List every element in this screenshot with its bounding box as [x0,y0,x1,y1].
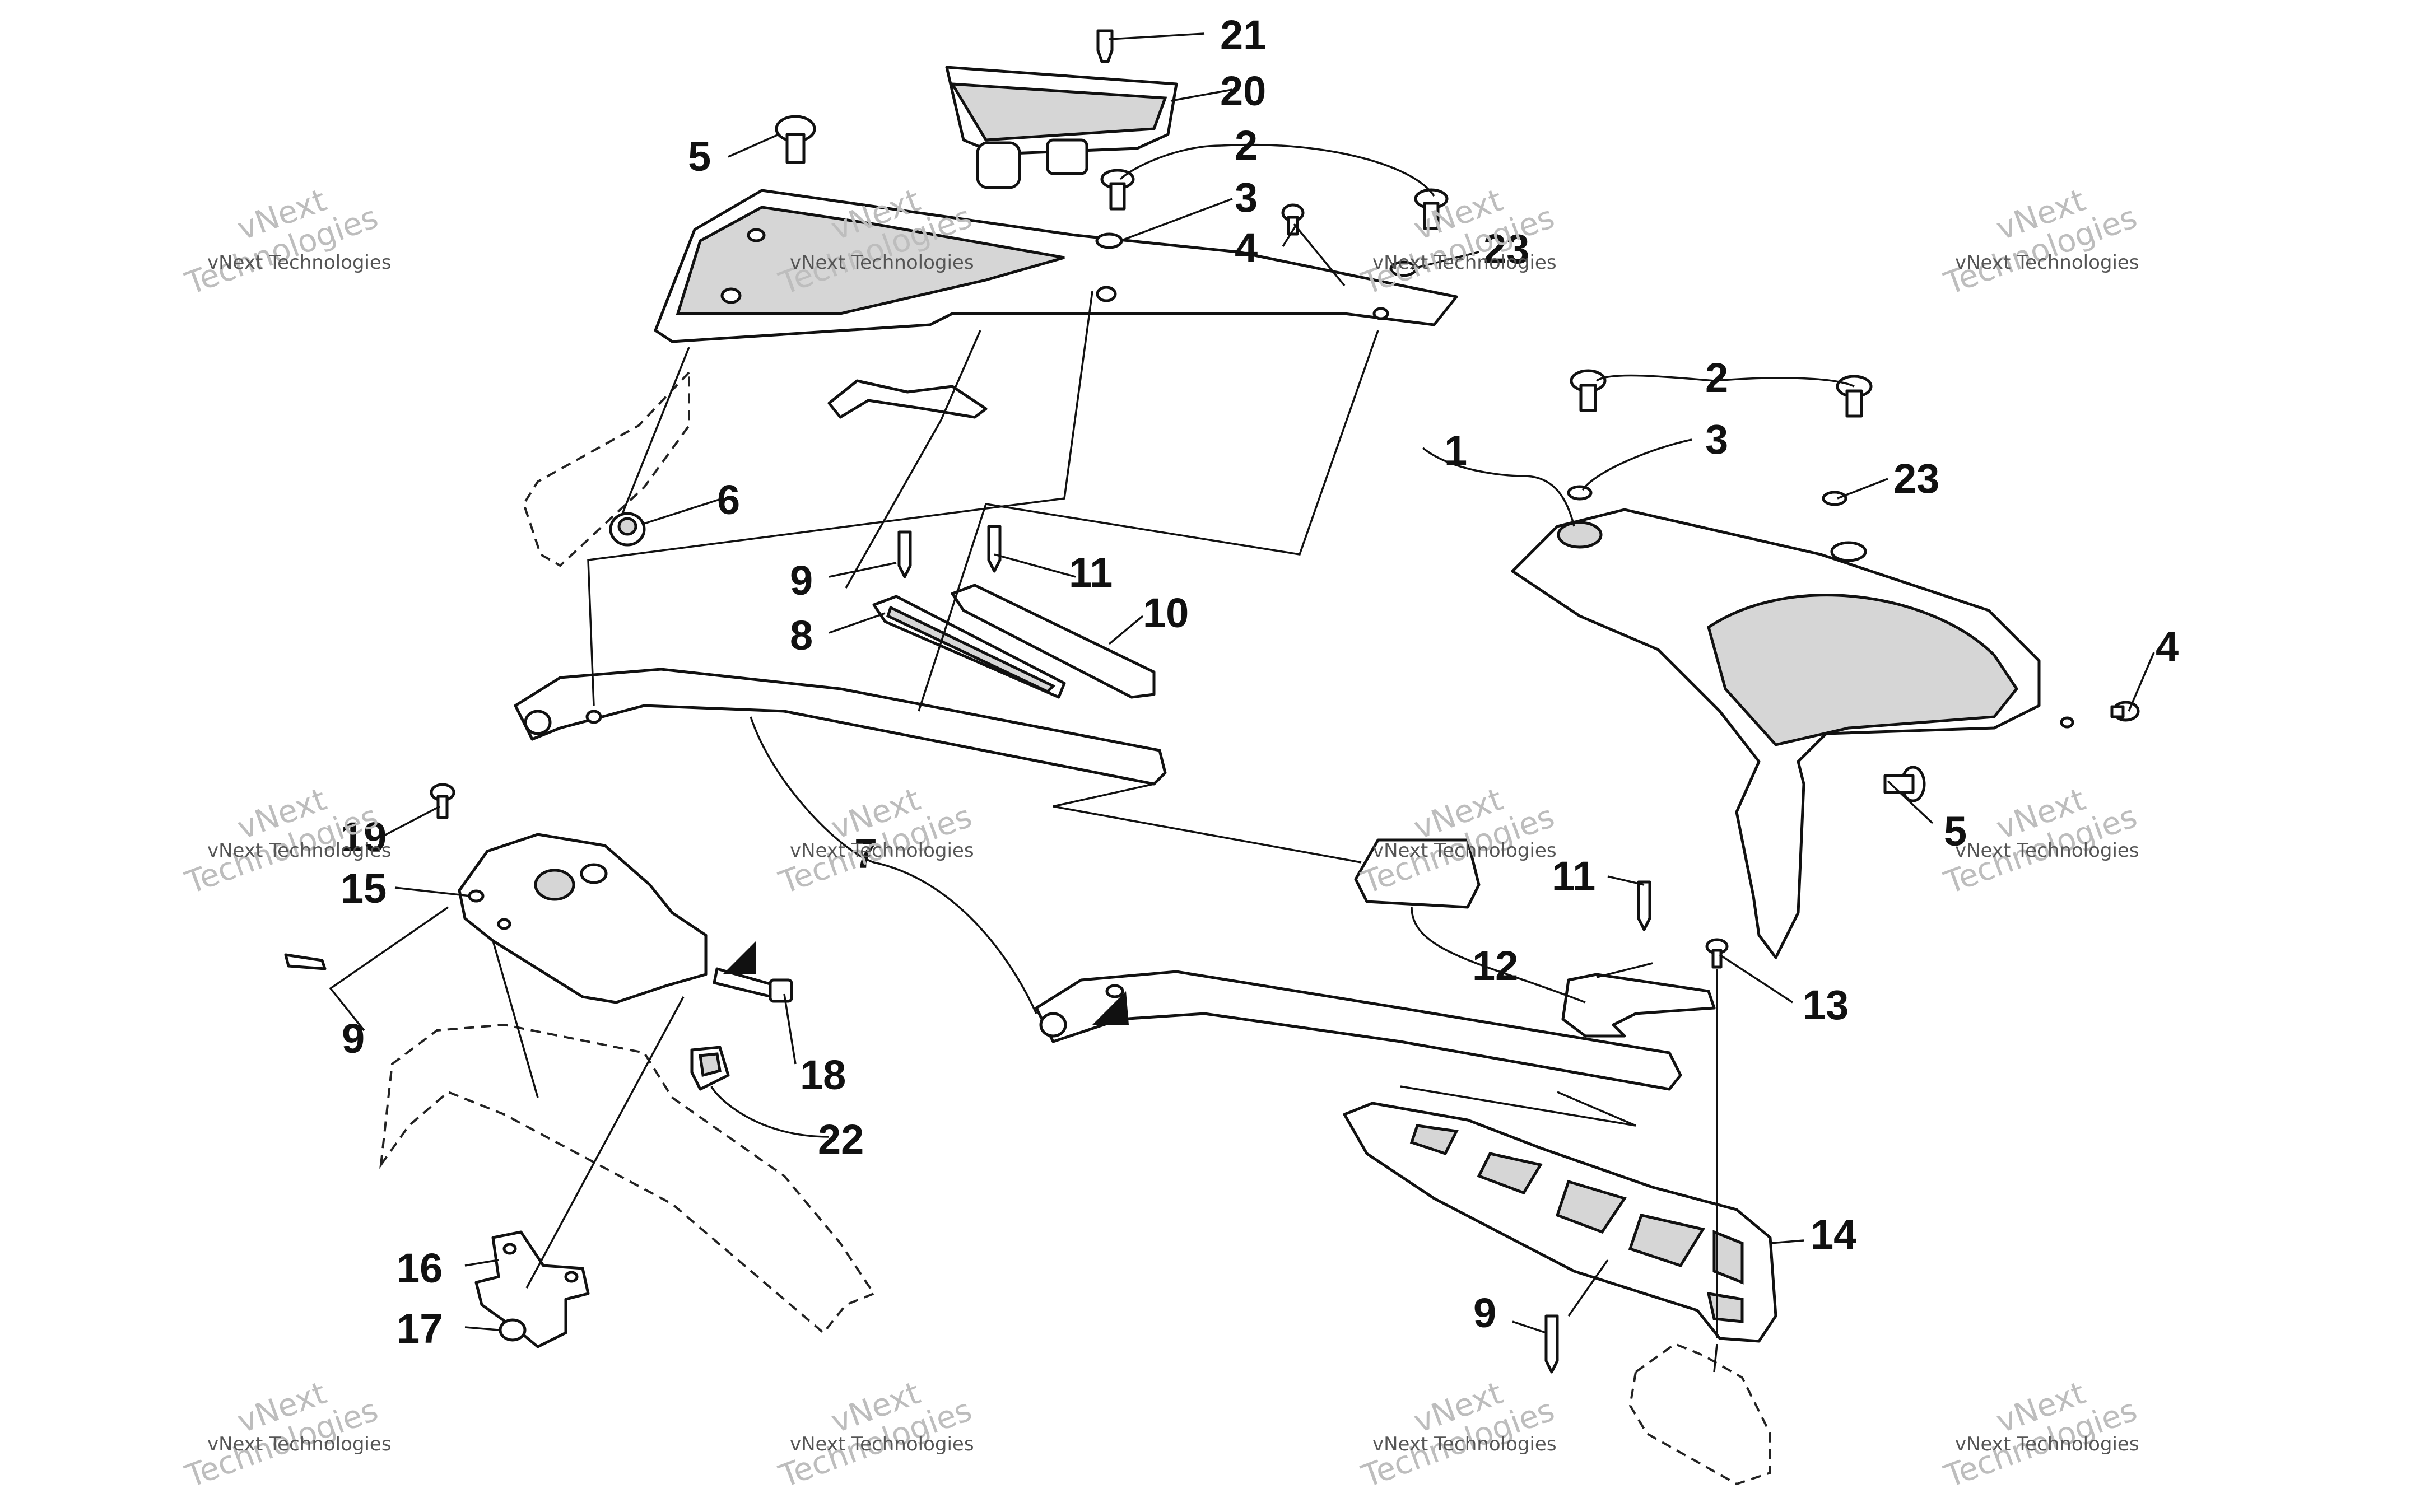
part-washer-3-top [1095,232,1123,249]
callout-5-top: 5 [688,133,711,180]
callout-9-left: 9 [342,1015,365,1062]
callout-11-right: 11 [1552,853,1595,899]
callout-2-top: 2 [1235,122,1258,169]
part-clip-22 [690,1046,730,1091]
callout-4-right: 4 [2156,623,2179,670]
callout-1: 1 [1444,427,1467,474]
arrow-indicator-1 [723,941,756,974]
part-screw-5-top [775,115,816,164]
part-console-cup [945,66,1178,189]
callout-6: 6 [717,477,740,523]
callout-12: 12 [1472,942,1518,989]
part-bracket-12 [1561,973,1716,1038]
callout-9-right: 9 [1473,1290,1496,1336]
watermark-4: vNext Technologies [1939,182,2142,302]
callout-23-right: 23 [1893,455,1939,502]
part-screw-2-top-b [1414,188,1449,230]
watermark-small-1: vNext Technologies [207,251,392,274]
part-nut-17 [499,1318,527,1342]
watermark-small-8: vNext Technologies [1955,839,2139,862]
watermark-small-9: vNext Technologies [207,1433,392,1455]
part-bracket-8 [872,595,1066,699]
part-screw-4-right [2110,701,2140,722]
part-bracket-10 [951,584,1156,699]
part-plate-16 [474,1230,590,1348]
watermark-1: vNext Technologies [180,182,383,302]
callout-labels: 21 20 5 2 3 4 23 6 2 3 1 23 9 11 8 10 4 … [341,12,2179,1352]
callout-13: 13 [1803,982,1849,1028]
part-washer-23-right [1822,491,1847,506]
part-bracket-upper-right [1354,838,1481,909]
callout-23-top: 23 [1483,226,1529,272]
watermark-small-4: vNext Technologies [1955,251,2139,274]
part-frame-outline [379,1023,876,1334]
callout-2-right: 2 [1705,354,1728,401]
part-screw-19 [430,783,455,819]
part-mount-bracket-15 [458,833,708,1004]
callout-4-top: 4 [1235,225,1258,271]
part-screw-13 [1705,938,1729,969]
callout-17: 17 [397,1305,443,1352]
callout-16: 16 [397,1245,443,1291]
callout-14: 14 [1811,1211,1856,1258]
callout-3-top: 3 [1235,174,1258,221]
part-side-fender [1511,508,2074,959]
part-wire-clip [827,379,988,419]
watermark-9: vNext Technologies [180,1375,383,1495]
callout-15: 15 [341,865,387,912]
callout-8: 8 [790,612,813,659]
callout-11-top: 11 [1069,549,1113,596]
callout-21: 21 [1220,12,1266,58]
part-reference-outline-1 [522,369,690,567]
part-screw-21 [1096,29,1114,63]
watermark-small-10: vNext Technologies [790,1433,974,1455]
part-left-rail [514,668,1167,786]
leader-lines [329,32,2155,1373]
watermark-6: vNext Technologies [774,781,976,902]
callout-20: 20 [1220,68,1266,114]
part-rivet-11-top [987,525,1002,573]
part-rivet-11-right [1637,880,1651,931]
part-screw-2-top-a [1100,169,1135,211]
callout-18: 18 [800,1052,846,1098]
callout-22: 22 [818,1116,864,1163]
callout-5-right: 5 [1944,808,1967,855]
watermarks: vNext Technologies vNext Technologies vN… [180,182,2142,1495]
watermark-11: vNext Technologies [1357,1375,1559,1495]
watermark-3: vNext Technologies [1357,182,1559,302]
callout-19: 19 [341,814,387,860]
watermark-small-12: vNext Technologies [1955,1433,2139,1455]
part-rivet-9-left [284,953,327,970]
watermark-small-11: vNext Technologies [1372,1433,1557,1455]
part-screw-2-right-a [1570,369,1607,412]
part-screw-4-top [1281,203,1305,236]
part-lattice-plate [1343,1102,1777,1343]
part-upper-panel [654,189,1458,343]
watermark-12: vNext Technologies [1939,1375,2142,1495]
watermark-10: vNext Technologies [774,1375,976,1495]
watermark-small-7: vNext Technologies [1372,839,1557,862]
part-washer-3-right [1567,485,1593,501]
arrow-indicator-2 [1092,991,1129,1025]
callout-9-top: 9 [790,557,813,604]
part-bolt-18 [713,967,793,1003]
callout-10: 10 [1143,590,1189,636]
watermark-small-5: vNext Technologies [207,839,392,862]
part-nut-6 [609,512,646,547]
part-reference-outline-2 [1628,1342,1771,1486]
watermark-small-6: vNext Technologies [790,839,974,862]
watermark-small-3: vNext Technologies [1372,251,1557,274]
callout-3-right: 3 [1705,416,1728,463]
part-rivet-9-top [897,530,912,578]
watermark-small-2: vNext Technologies [790,251,974,274]
part-rivet-9-right [1544,1314,1559,1374]
callout-7: 7 [854,830,877,877]
